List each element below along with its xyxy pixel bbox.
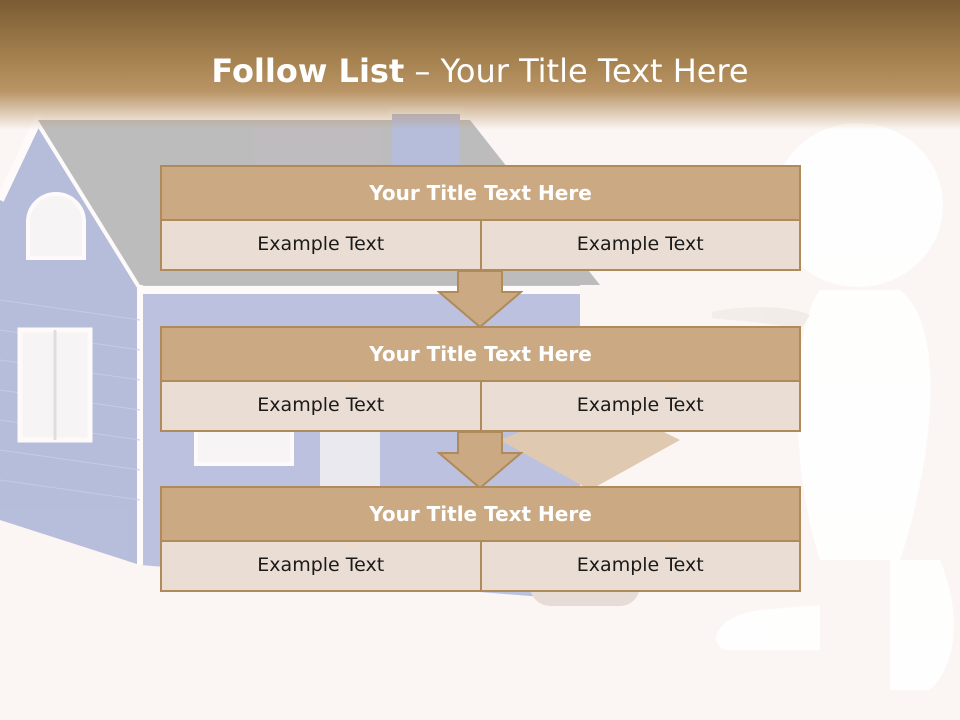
block-title: Your Title Text Here (160, 326, 801, 382)
block-title: Your Title Text Here (160, 486, 801, 542)
list-block-2: Your Title Text Here Example Text Exampl… (160, 326, 801, 432)
block-cell-left: Example Text (160, 221, 482, 271)
slide-title: Follow List – Your Title Text Here (0, 52, 960, 90)
block-row: Example Text Example Text (160, 221, 801, 271)
list-block-3: Your Title Text Here Example Text Exampl… (160, 486, 801, 592)
down-arrow-icon (437, 431, 523, 489)
block-cell-left: Example Text (160, 382, 482, 432)
block-title: Your Title Text Here (160, 165, 801, 221)
block-cell-right: Example Text (481, 221, 801, 271)
block-cell-right: Example Text (481, 542, 801, 592)
slide-title-rest: – Your Title Text Here (404, 52, 749, 90)
block-cell-right: Example Text (481, 382, 801, 432)
figure-illustration (712, 123, 954, 690)
block-cell-left: Example Text (160, 542, 482, 592)
block-row: Example Text Example Text (160, 542, 801, 592)
list-block-1: Your Title Text Here Example Text Exampl… (160, 165, 801, 271)
block-row: Example Text Example Text (160, 382, 801, 432)
header-band (0, 0, 960, 130)
down-arrow-icon (437, 270, 523, 328)
slide-title-bold: Follow List (211, 52, 405, 90)
